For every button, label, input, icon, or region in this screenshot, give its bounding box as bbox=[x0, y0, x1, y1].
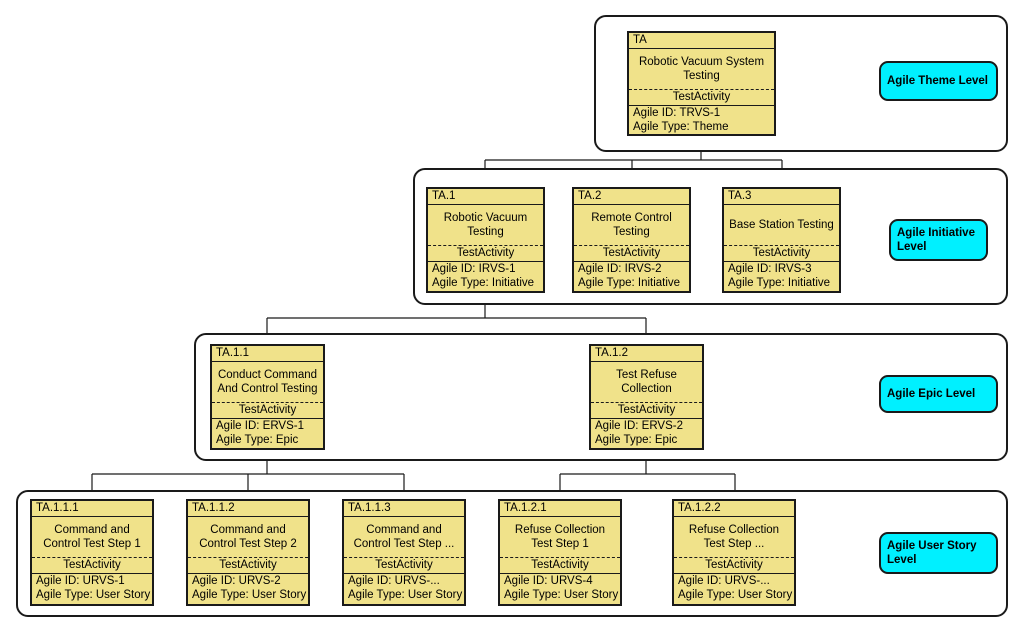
theme-level-tag: Agile Theme Level bbox=[879, 61, 998, 101]
node-agile-id: Agile ID: IRVS-3 bbox=[728, 263, 812, 275]
node-agile-type: Agile Type: User Story bbox=[192, 589, 307, 601]
node-id: TA.1.2.2 bbox=[674, 501, 794, 517]
node-name: Conduct Command And Control Testing bbox=[212, 362, 323, 403]
node-type: TestActivity bbox=[724, 246, 839, 262]
node-ta112[interactable]: TA.1.1.2 Command and Control Test Step 2… bbox=[186, 499, 310, 606]
node-id: TA.1.1 bbox=[212, 346, 323, 362]
node-agile-id: Agile ID: URVS-4 bbox=[504, 575, 593, 587]
node-type: TestActivity bbox=[188, 558, 308, 574]
node-agile-type: Agile Type: User Story bbox=[678, 589, 793, 601]
node-type: TestActivity bbox=[500, 558, 620, 574]
node-agile-type: Agile Type: Epic bbox=[216, 434, 299, 446]
link-ta12-stories bbox=[559, 449, 736, 500]
node-id: TA.2 bbox=[574, 189, 689, 205]
node-name: Command and Control Test Step ... bbox=[344, 517, 464, 558]
story-level-tag: Agile User Story Level bbox=[879, 532, 998, 574]
node-agile-id: Agile ID: ERVS-2 bbox=[595, 420, 683, 432]
node-agile-type: Agile Type: Theme bbox=[633, 121, 729, 133]
node-name: Command and Control Test Step 1 bbox=[32, 517, 152, 558]
node-type: TestActivity bbox=[212, 403, 323, 419]
node-id: TA.1.2 bbox=[591, 346, 702, 362]
link-ta11-stories bbox=[91, 449, 405, 500]
node-id: TA.1.1.3 bbox=[344, 501, 464, 517]
node-agile-type: Agile Type: Initiative bbox=[578, 277, 681, 289]
node-name: Refuse Collection Test Step ... bbox=[674, 517, 794, 558]
node-agile-id: Agile ID: URVS-1 bbox=[36, 575, 125, 587]
initiative-level-tag: Agile Initiative Level bbox=[889, 219, 988, 261]
node-id: TA.1 bbox=[428, 189, 543, 205]
node-ta11[interactable]: TA.1.1 Conduct Command And Control Testi… bbox=[210, 344, 325, 450]
node-agile-type: Agile Type: User Story bbox=[348, 589, 463, 601]
node-type: TestActivity bbox=[574, 246, 689, 262]
node-name: Remote Control Testing bbox=[574, 205, 689, 246]
node-type: TestActivity bbox=[629, 90, 774, 106]
node-id: TA.1.1.1 bbox=[32, 501, 152, 517]
node-ta[interactable]: TA Robotic Vacuum System Testing TestAct… bbox=[627, 31, 776, 136]
node-ta113[interactable]: TA.1.1.3 Command and Control Test Step .… bbox=[342, 499, 466, 606]
node-name: Base Station Testing bbox=[724, 205, 839, 246]
node-agile-id: Agile ID: URVS-... bbox=[348, 575, 440, 587]
node-id: TA.1.1.2 bbox=[188, 501, 308, 517]
node-agile-id: Agile ID: IRVS-2 bbox=[578, 263, 662, 275]
link-ta1-epics bbox=[266, 292, 647, 345]
node-agile-type: Agile Type: Initiative bbox=[728, 277, 831, 289]
node-agile-id: Agile ID: IRVS-1 bbox=[432, 263, 516, 275]
node-agile-id: Agile ID: ERVS-1 bbox=[216, 420, 304, 432]
node-id: TA bbox=[629, 33, 774, 49]
node-type: TestActivity bbox=[591, 403, 702, 419]
node-ta111[interactable]: TA.1.1.1 Command and Control Test Step 1… bbox=[30, 499, 154, 606]
node-ta1[interactable]: TA.1 Robotic Vacuum Testing TestActivity… bbox=[426, 187, 545, 293]
node-name: Refuse Collection Test Step 1 bbox=[500, 517, 620, 558]
node-agile-id: Agile ID: TRVS-1 bbox=[633, 107, 721, 119]
epic-level-tag: Agile Epic Level bbox=[879, 375, 998, 413]
node-ta12[interactable]: TA.1.2 Test Refuse Collection TestActivi… bbox=[589, 344, 704, 450]
node-agile-type: Agile Type: Epic bbox=[595, 434, 678, 446]
node-name: Robotic Vacuum System Testing bbox=[629, 49, 774, 90]
node-agile-type: Agile Type: User Story bbox=[504, 589, 619, 601]
node-ta2[interactable]: TA.2 Remote Control Testing TestActivity… bbox=[572, 187, 691, 293]
node-name: Robotic Vacuum Testing bbox=[428, 205, 543, 246]
node-type: TestActivity bbox=[428, 246, 543, 262]
node-ta122[interactable]: TA.1.2.2 Refuse Collection Test Step ...… bbox=[672, 499, 796, 606]
node-ta3[interactable]: TA.3 Base Station Testing TestActivity A… bbox=[722, 187, 841, 293]
node-type: TestActivity bbox=[344, 558, 464, 574]
node-agile-id: Agile ID: URVS-2 bbox=[192, 575, 281, 587]
node-name: Test Refuse Collection bbox=[591, 362, 702, 403]
node-agile-type: Agile Type: Initiative bbox=[432, 277, 535, 289]
node-id: TA.3 bbox=[724, 189, 839, 205]
node-agile-id: Agile ID: URVS-... bbox=[678, 575, 770, 587]
node-id: TA.1.2.1 bbox=[500, 501, 620, 517]
node-name: Command and Control Test Step 2 bbox=[188, 517, 308, 558]
node-ta121[interactable]: TA.1.2.1 Refuse Collection Test Step 1 T… bbox=[498, 499, 622, 606]
node-agile-type: Agile Type: User Story bbox=[36, 589, 151, 601]
node-type: TestActivity bbox=[674, 558, 794, 574]
node-type: TestActivity bbox=[32, 558, 152, 574]
